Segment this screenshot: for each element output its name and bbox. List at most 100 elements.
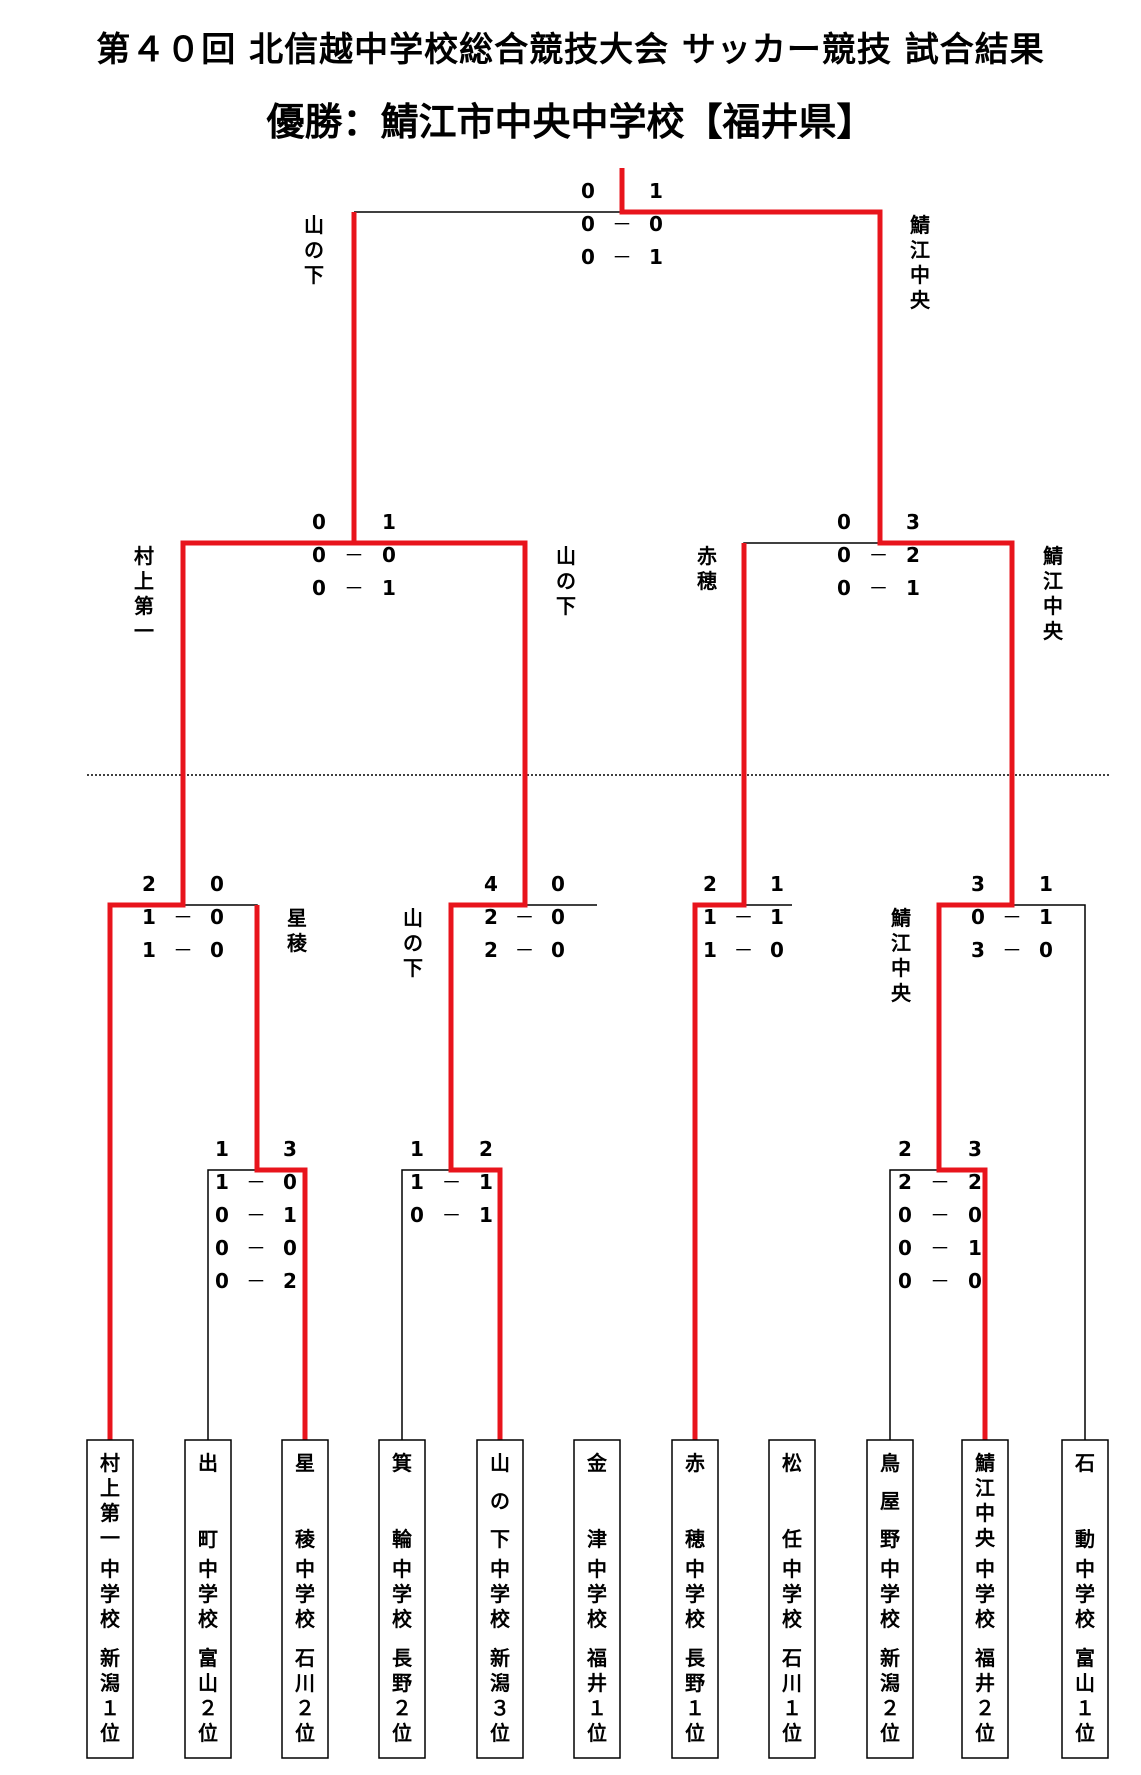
label-char: 福 xyxy=(974,1646,995,1670)
period-score-right: 0 xyxy=(210,938,224,962)
total-score-right: 1 xyxy=(770,872,784,896)
period-score-right: 0 xyxy=(1039,938,1053,962)
team-box-frame xyxy=(378,1439,426,1759)
score-dash: － xyxy=(869,576,889,600)
label-char: 江 xyxy=(891,931,911,955)
winner-label: 山の下 xyxy=(556,544,576,618)
period-score-right: 1 xyxy=(906,576,920,600)
label-char: 中 xyxy=(198,1557,218,1581)
label-char: 位 xyxy=(880,1721,900,1745)
score-dash: － xyxy=(173,905,193,929)
winner-label: 赤穂 xyxy=(697,544,717,593)
label-char: 中 xyxy=(392,1557,412,1581)
label-char: 学 xyxy=(975,1582,995,1606)
label-char: 鯖 xyxy=(910,213,930,237)
page-title: 第４０回 北信越中学校総合競技大会 サッカー競技 試合結果 xyxy=(96,30,1045,70)
label-char: 央 xyxy=(1043,619,1064,643)
total-score-left: 2 xyxy=(898,1137,912,1161)
period-score-right: 1 xyxy=(479,1170,493,1194)
label-char: 新 xyxy=(880,1646,900,1670)
label-char: 屋 xyxy=(880,1489,900,1513)
period-score-left: 0 xyxy=(837,543,851,567)
label-char: 井 xyxy=(587,1671,607,1695)
team-name: 赤穂 xyxy=(685,1451,705,1551)
label-char: 校 xyxy=(880,1607,901,1631)
label-char: 野 xyxy=(880,1527,900,1551)
score-dash: － xyxy=(246,1236,266,1260)
label-char: 校 xyxy=(392,1607,413,1631)
period-score-right: 1 xyxy=(770,905,784,929)
label-char: 位 xyxy=(295,1721,315,1745)
label-char: 新 xyxy=(490,1646,510,1670)
score-dash: － xyxy=(246,1203,266,1227)
label-char: 村 xyxy=(100,1451,120,1475)
label-char: 潟 xyxy=(880,1671,900,1695)
period-score-left: 1 xyxy=(410,1170,424,1194)
period-score-right: 0 xyxy=(382,543,396,567)
period-score-right: 1 xyxy=(968,1236,982,1260)
label-char: 下 xyxy=(403,956,423,980)
team-box-frame xyxy=(573,1439,621,1759)
score-dash: － xyxy=(344,543,364,567)
label-char: 位 xyxy=(1075,1721,1095,1745)
total-score-left: 1 xyxy=(410,1137,424,1161)
label-char: 位 xyxy=(685,1721,705,1745)
team-name: 金津 xyxy=(586,1451,608,1551)
label-char: 出 xyxy=(198,1451,218,1475)
label-char: 任 xyxy=(781,1527,802,1551)
score-dash: － xyxy=(612,245,632,269)
score-dash: － xyxy=(344,576,364,600)
period-score-right: 0 xyxy=(551,905,565,929)
label-char: 学 xyxy=(490,1582,510,1606)
label-char: 富 xyxy=(198,1646,218,1670)
label-char: 鯖 xyxy=(891,906,911,930)
label-char: 中 xyxy=(490,1557,510,1581)
winning-path xyxy=(107,168,1015,1440)
label-char: の xyxy=(403,931,423,955)
label-char: 江 xyxy=(1043,569,1063,593)
label-char: 中 xyxy=(587,1557,607,1581)
period-score-left: 0 xyxy=(410,1203,424,1227)
period-score-left: 3 xyxy=(971,938,985,962)
period-score-right: 2 xyxy=(906,543,920,567)
label-char: 星 xyxy=(295,1451,315,1475)
label-char: 山 xyxy=(556,544,576,568)
label-char: 稜 xyxy=(287,931,308,955)
label-char: 学 xyxy=(295,1582,315,1606)
label-char: の xyxy=(304,238,324,262)
label-char: １ xyxy=(100,1696,120,1720)
period-score-right: 0 xyxy=(283,1170,297,1194)
winner-label: 星稜 xyxy=(287,906,308,955)
total-score-right: 1 xyxy=(649,179,663,203)
label-char: 山 xyxy=(490,1451,510,1475)
label-char: 第 xyxy=(100,1501,120,1525)
label-char: 鯖 xyxy=(1043,544,1063,568)
team-box-frame xyxy=(476,1439,524,1759)
label-char: 校 xyxy=(975,1607,996,1631)
score-dash: － xyxy=(1002,905,1022,929)
label-char: 穂 xyxy=(697,569,717,593)
label-char: 央 xyxy=(975,1526,996,1550)
score-dash: － xyxy=(612,212,632,236)
label-char: 中 xyxy=(975,1501,995,1525)
period-score-left: 1 xyxy=(703,938,717,962)
period-score-right: 1 xyxy=(649,245,663,269)
total-score-right: 0 xyxy=(210,872,224,896)
period-score-left: 0 xyxy=(898,1203,912,1227)
label-char: 中 xyxy=(891,956,911,980)
label-char: 校 xyxy=(490,1607,511,1631)
total-score-left: 3 xyxy=(971,872,985,896)
team-box-frame xyxy=(866,1439,914,1759)
team-boxes: 村上第一中学校新潟１位出町中学校富山２位星稜中学校石川２位箕輪中学校長野２位山の… xyxy=(86,1439,1109,1759)
score-dash: － xyxy=(246,1170,266,1194)
